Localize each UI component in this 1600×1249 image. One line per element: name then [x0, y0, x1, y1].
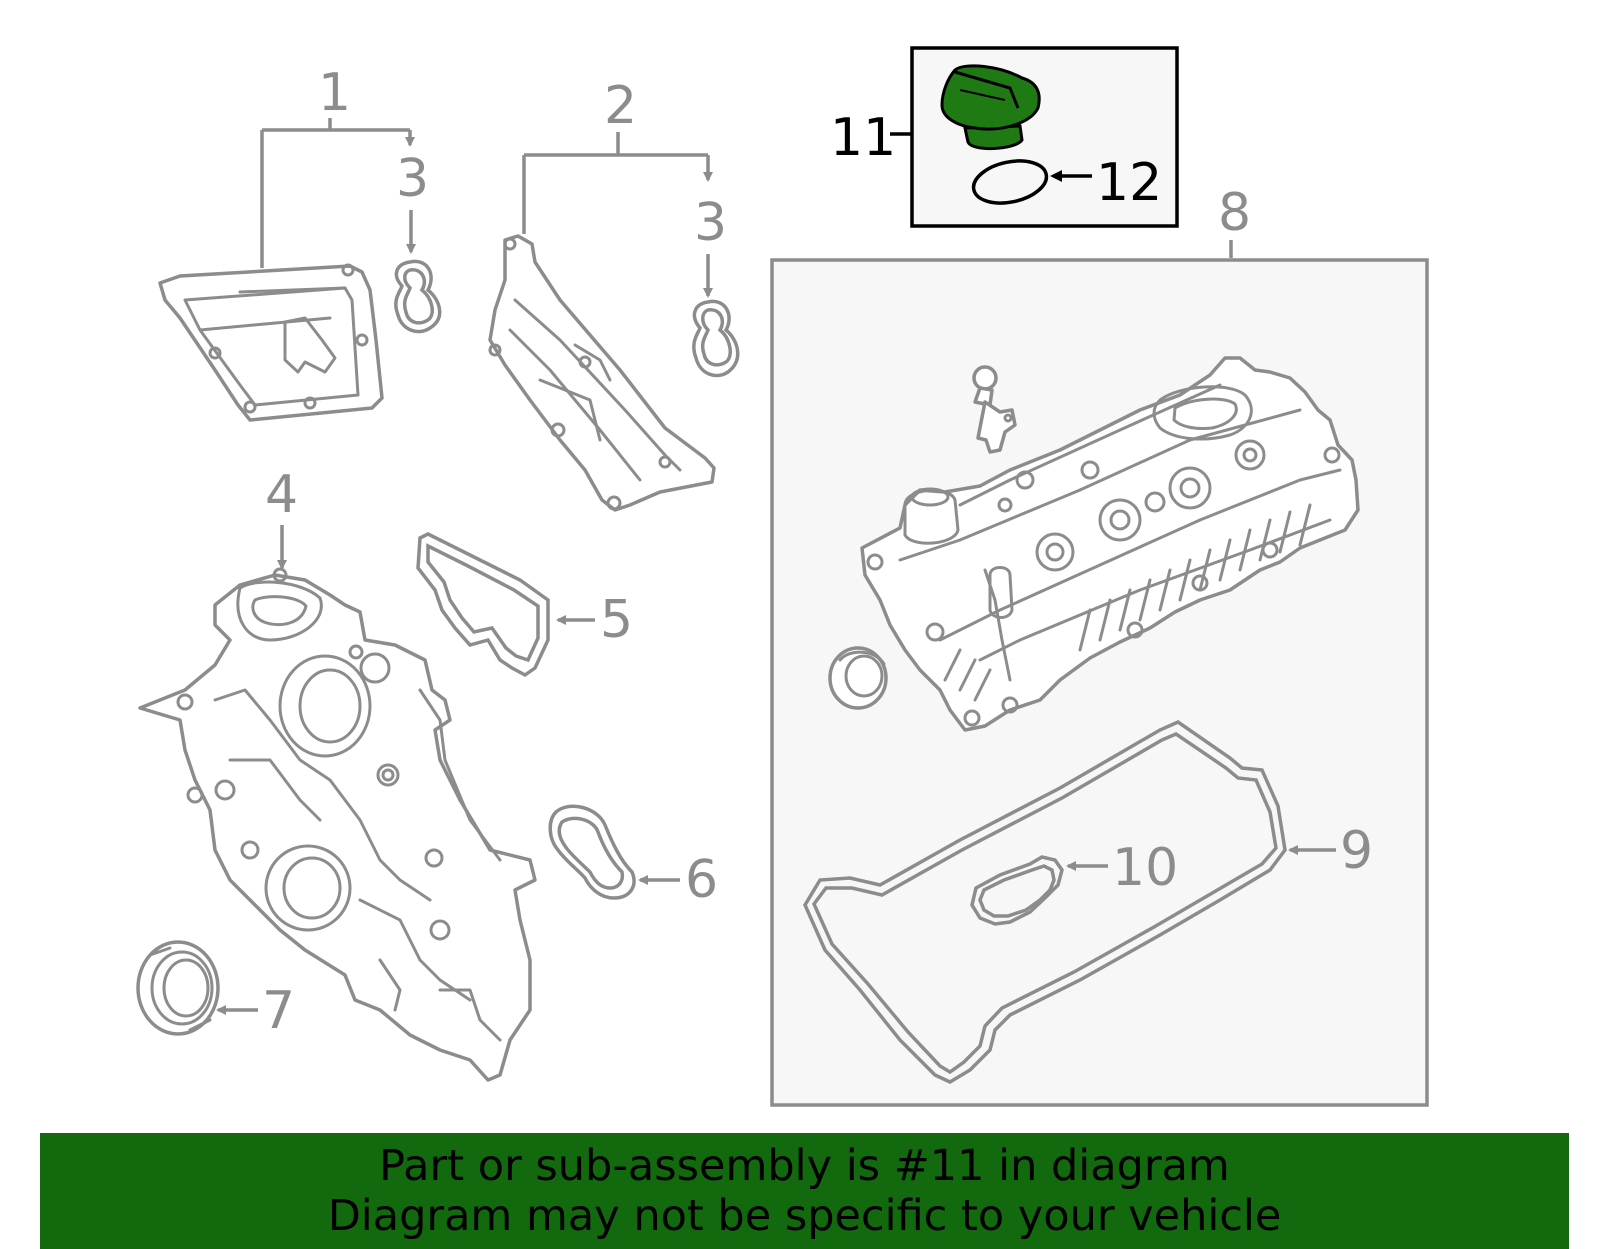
callout-5: 5 [556, 590, 633, 650]
part-1-cover-bracket[interactable] [158, 263, 384, 422]
valve-cover-seal[interactable] [828, 646, 888, 710]
banner-line-2: Diagram may not be specific to your vehi… [327, 1191, 1282, 1241]
callout-3a-label: 3 [396, 149, 429, 209]
part-6-gasket[interactable] [548, 804, 636, 900]
callout-3b-label: 3 [694, 193, 727, 253]
callout-6: 6 [638, 850, 718, 910]
part-3-gasket-a[interactable] [394, 259, 442, 334]
callout-9: 9 [1288, 821, 1373, 881]
callout-11: 11 [830, 108, 912, 168]
callout-12-label: 12 [1096, 153, 1162, 213]
parts-diagram: 1 3 2 3 [136, 46, 1429, 1107]
part-4-timing-cover[interactable] [138, 567, 537, 1082]
part-7-seal[interactable] [136, 940, 220, 1036]
part-5-gasket[interactable] [416, 532, 550, 678]
callout-7: 7 [216, 981, 295, 1041]
part-2-side-bracket[interactable] [488, 234, 716, 512]
callout-9-label: 9 [1340, 821, 1373, 881]
callout-4-label: 4 [265, 465, 298, 525]
callout-8: 8 [1218, 183, 1251, 258]
callout-11-label: 11 [830, 108, 896, 168]
callout-2-label: 2 [604, 76, 637, 136]
part-10-gasket[interactable] [970, 855, 1064, 926]
valve-cover[interactable] [860, 356, 1360, 732]
callout-10: 10 [1066, 838, 1178, 898]
callout-3a: 3 [396, 149, 429, 254]
callout-10-label: 10 [1112, 838, 1178, 898]
callout-3b: 3 [694, 193, 727, 298]
callout-5-label: 5 [600, 590, 633, 650]
callout-1: 1 [260, 63, 410, 268]
notice-banner: Part or sub-assembly is #11 in diagram D… [40, 1133, 1569, 1249]
banner-line-1: Part or sub-assembly is #11 in diagram [379, 1141, 1230, 1191]
callout-7-label: 7 [262, 981, 295, 1041]
part-3-gasket-b[interactable] [692, 299, 740, 378]
callout-8-label: 8 [1218, 183, 1251, 243]
callout-1-label: 1 [318, 63, 351, 123]
callout-2: 2 [522, 76, 708, 234]
part-9-valve-cover-gasket[interactable] [803, 720, 1287, 1084]
part-11-oil-filler-cap[interactable] [940, 64, 1041, 151]
callout-4: 4 [265, 465, 298, 570]
valve-cover-sensor[interactable] [972, 365, 1017, 454]
callout-12: 12 [1050, 153, 1162, 213]
part-12-o-ring[interactable] [970, 155, 1051, 210]
callout-6-label: 6 [685, 850, 718, 910]
